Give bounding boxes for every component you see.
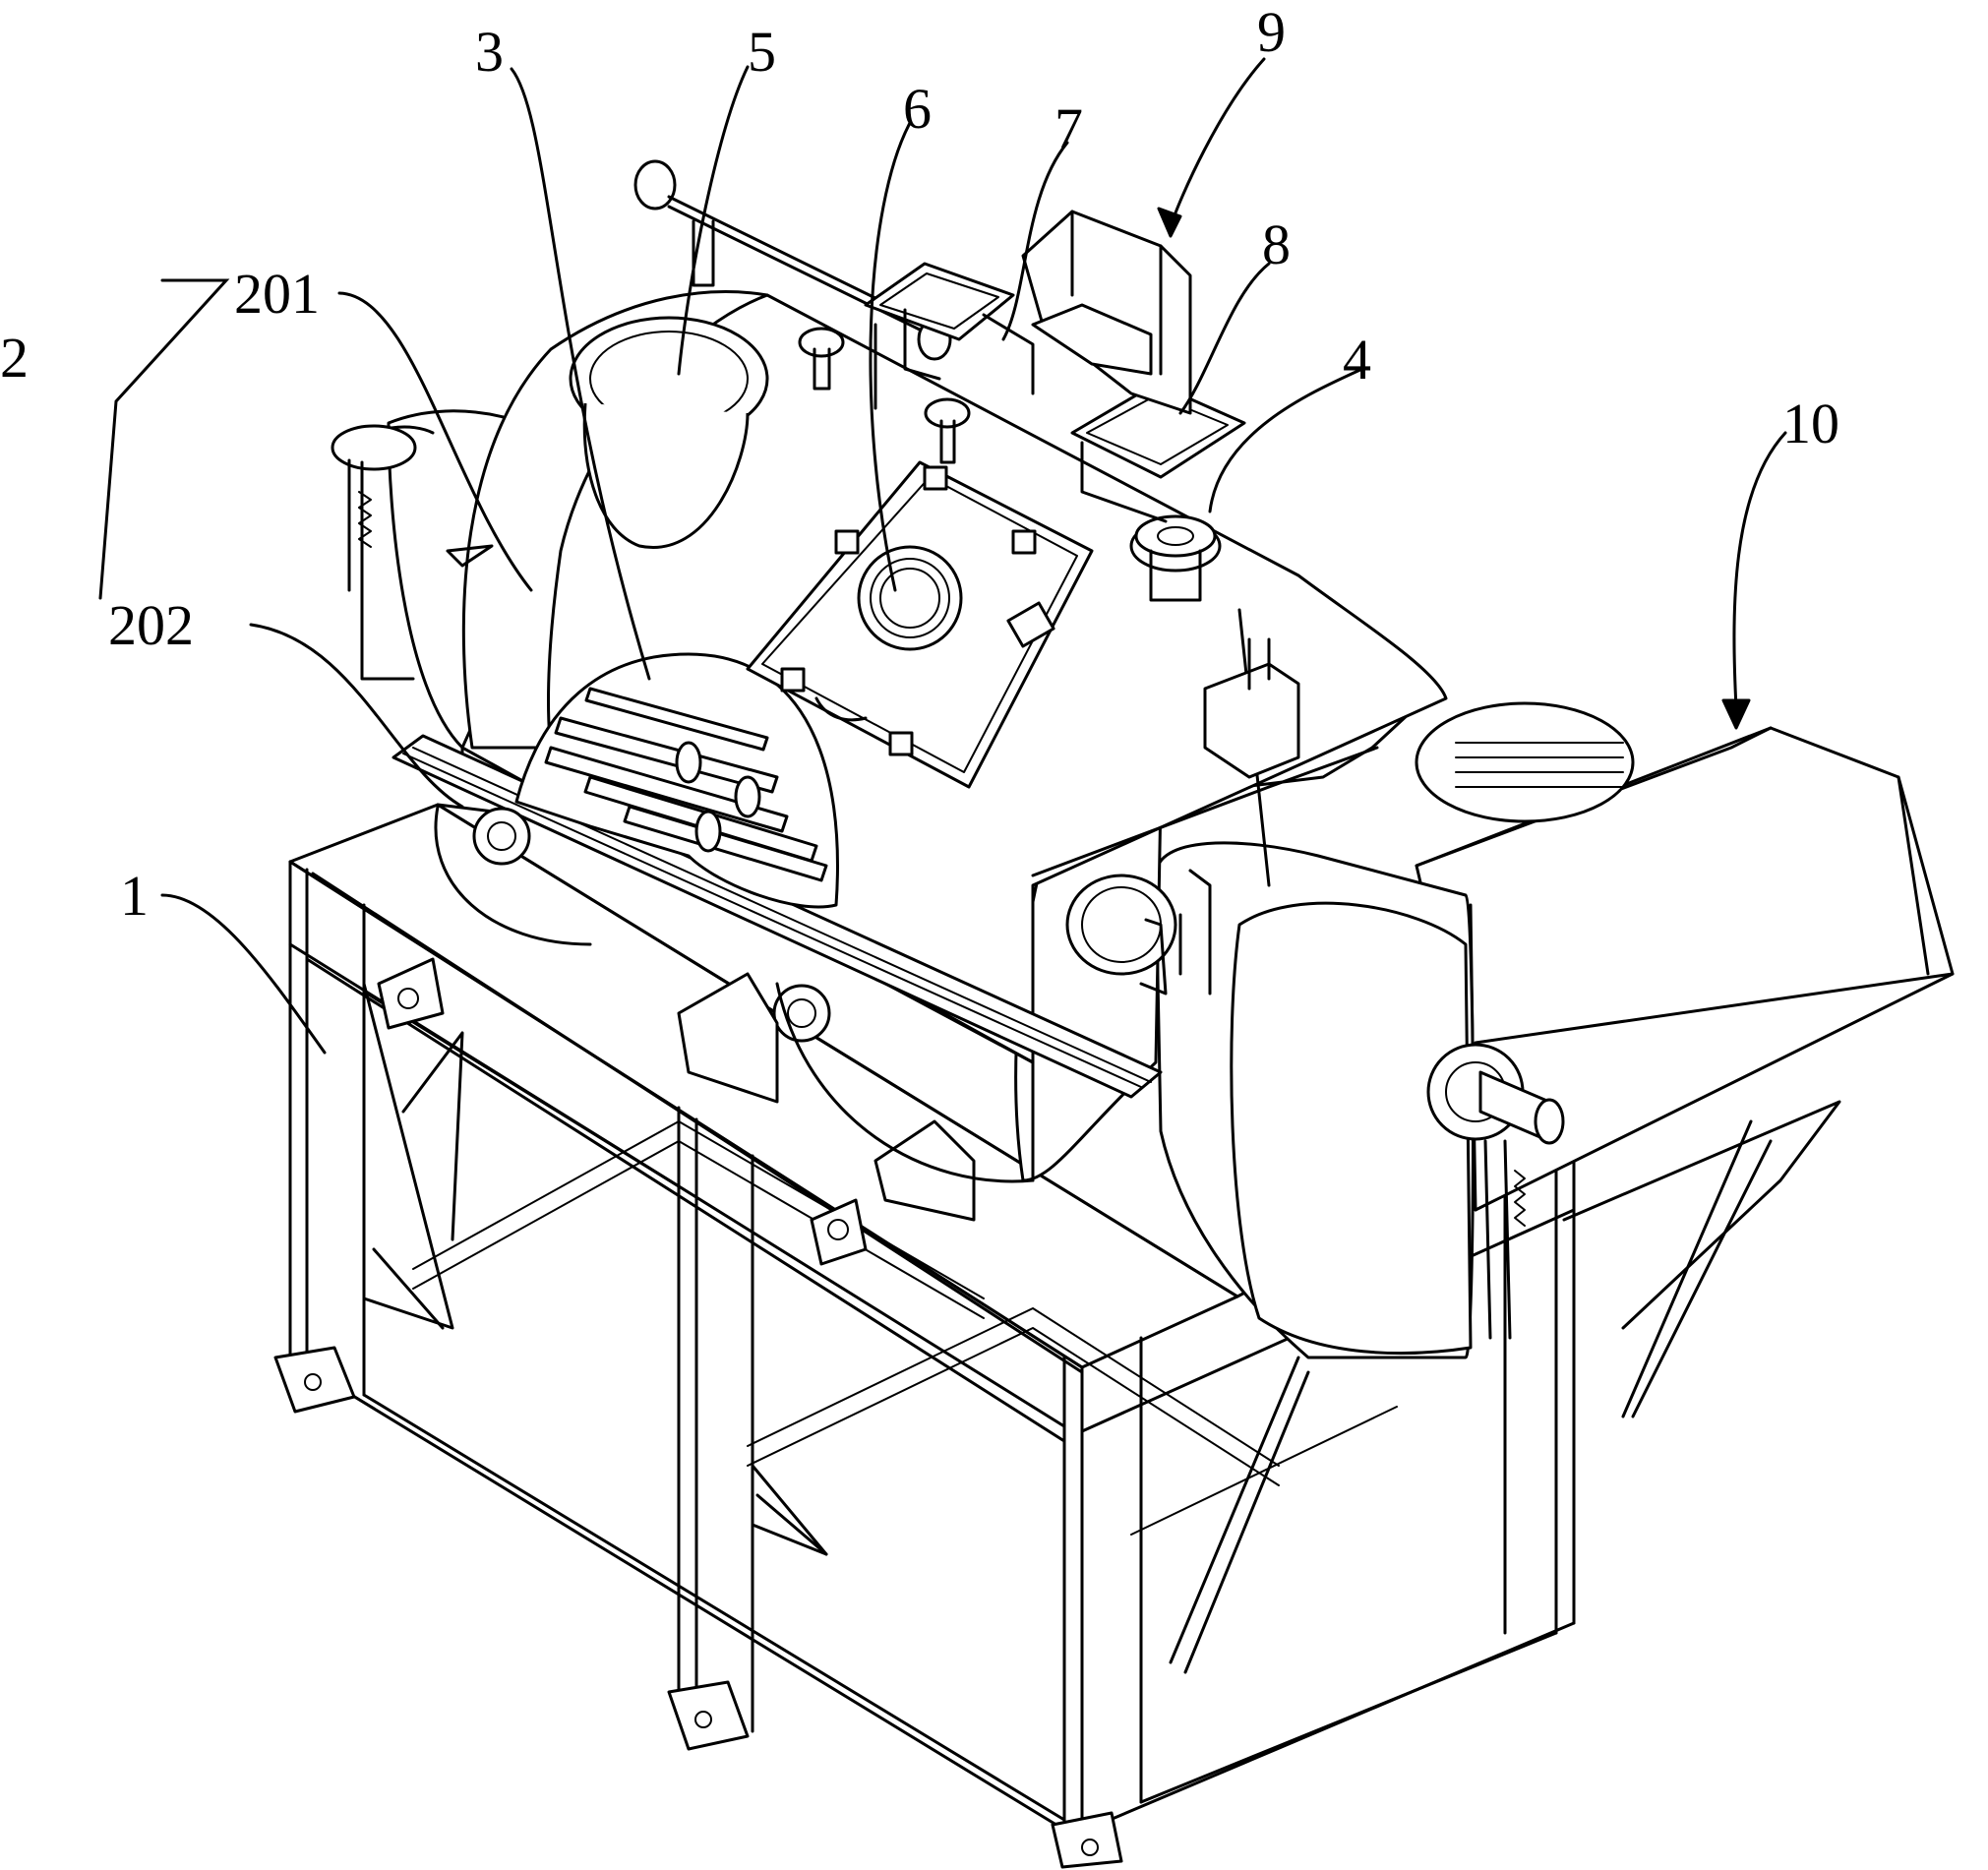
label-201: 201 [234,262,320,326]
leader-9 [1169,57,1266,228]
side-manhole [1065,869,1212,995]
small-flange [798,327,845,358]
square-chutes [864,262,1246,523]
foot-plate [667,1680,750,1751]
leader-10 [1732,431,1787,710]
leader-202 [249,623,464,809]
lifting-lug [810,1198,868,1266]
label-10: 10 [1782,392,1839,455]
shell-bracket [1203,637,1300,779]
saddle-support [874,1119,976,1222]
label-202: 202 [108,593,194,657]
drive-guard [1415,701,1955,1418]
leader-1 [160,893,327,1055]
small-flange [924,397,971,429]
label-1: 1 [120,864,149,928]
sight-glass [857,545,963,651]
cutaway-section [514,652,839,909]
label-7: 7 [1054,96,1083,160]
leader-6 [869,121,912,592]
inspection-door [746,460,1094,789]
feed-hopper [569,316,769,550]
leader-5 [677,65,750,376]
label-4: 4 [1343,328,1371,392]
foot-plate [273,1346,356,1414]
gear-housing [1154,841,1565,1359]
part-labels: 1 2 201 202 3 5 6 7 8 9 4 10 [0,0,1839,928]
saddle-support [677,972,779,1104]
leader-lines [98,57,1787,1055]
leader-3 [510,67,651,681]
leader-4 [1208,367,1364,513]
paddle-bars [544,687,828,882]
lifting-lug [377,957,445,1030]
vent-box [982,210,1192,415]
motor [1415,701,1635,823]
label-8: 8 [1262,212,1291,276]
label-5: 5 [748,20,776,84]
label-2: 2 [0,326,29,390]
leader-2 [98,278,230,600]
label-6: 6 [903,77,932,141]
leader-8 [1178,262,1271,415]
label-9: 9 [1257,0,1286,64]
base-frame [273,803,1576,1869]
outlet-nozzle [1129,514,1222,602]
chute-8 [1070,382,1246,479]
bearing-wheel [472,807,531,866]
leader-201 [337,291,533,592]
chute-7 [864,262,1015,341]
label-3: 3 [475,20,504,84]
leader-7 [1001,141,1069,341]
left-end-cap [331,424,494,681]
bearing-wheel [772,984,831,1043]
